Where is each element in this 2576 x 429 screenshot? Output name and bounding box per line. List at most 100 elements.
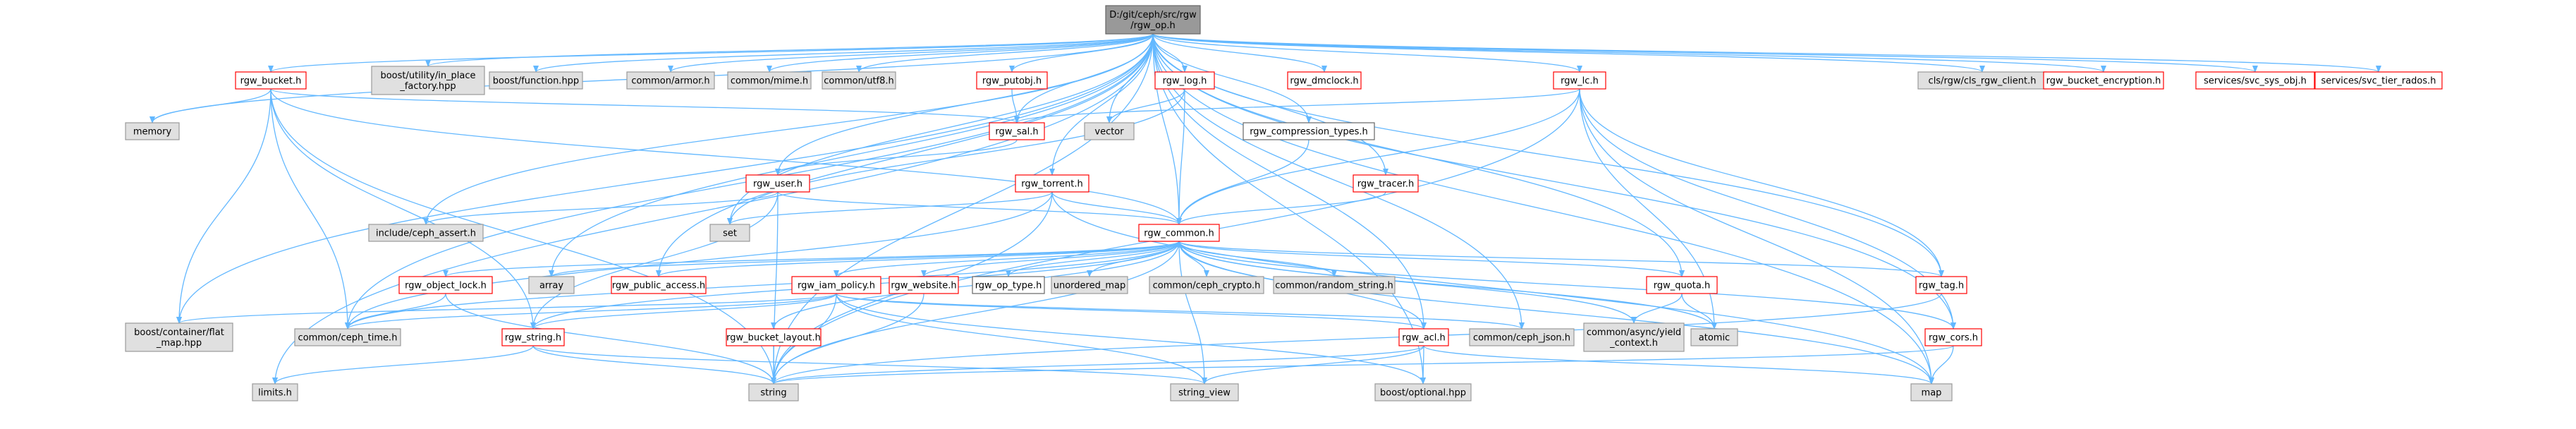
node-box <box>611 276 707 294</box>
node-rgw-bucket-encryption[interactable]: rgw_bucket_encryption.h <box>2043 71 2164 90</box>
edge-rgw-op-to-boost-flat-map <box>176 33 1154 324</box>
node-label: rgw_acl.h <box>1402 333 1446 344</box>
node-boost-function: boost/function.hpp <box>489 71 583 90</box>
node-label: services/svc_sys_obj.h <box>2204 76 2307 87</box>
edge-rgw-torrent-to-set <box>727 191 1053 225</box>
node-rgw-op-type[interactable]: rgw_op_type.h <box>972 276 1045 294</box>
node-box <box>371 66 485 95</box>
edge-rgw-op-to-rgw-putobj <box>1009 33 1154 73</box>
node-box <box>1924 328 1982 346</box>
edge-rgw-lc-to-rgw-tag <box>1579 88 1944 277</box>
node-label: rgw_string.h <box>505 333 561 344</box>
node-box <box>2314 71 2443 90</box>
edge-rgw-putobj-to-rgw-sal <box>1011 88 1020 123</box>
node-label: rgw_log.h <box>1163 76 1207 87</box>
node-rgw-sal[interactable]: rgw_sal.h <box>989 122 1045 140</box>
node-label: set <box>723 229 737 239</box>
node-services-sys-obj[interactable]: services/svc_sys_obj.h <box>2195 71 2315 90</box>
edge-rgw-acl-to-boost-optional <box>1420 345 1427 385</box>
edge-rgw-common-to-string-view <box>1178 241 1207 385</box>
edge-rgw-string-to-string-view <box>532 345 1207 385</box>
node-label: memory <box>133 127 172 138</box>
edge-rgw-op-to-string <box>771 33 1154 385</box>
node-label: common/random_string.h <box>1275 281 1393 291</box>
node-common-ceph-json: common/ceph_json.h <box>1469 328 1575 346</box>
node-box <box>972 276 1045 294</box>
node-rgw-torrent[interactable]: rgw_torrent.h <box>1015 174 1089 193</box>
node-label: rgw_dmclock.h <box>1290 76 1358 87</box>
node-common-mime: common/mime.h <box>727 71 812 90</box>
edge-rgw-lc-to-map <box>1579 88 1934 385</box>
edge-rgw-op-to-boost-utility <box>425 33 1154 67</box>
node-label: rgw_tracer.h <box>1357 179 1415 190</box>
node-label: boost/optional.hpp <box>1380 388 1466 399</box>
node-label: rgw_iam_policy.h <box>798 281 875 291</box>
node-rgw-putobj[interactable]: rgw_putobj.h <box>976 71 1048 90</box>
node-rgw-tag[interactable]: rgw_tag.h <box>1915 276 1967 294</box>
node-rgw-public-access[interactable]: rgw_public_access.h <box>611 276 707 294</box>
node-box <box>1917 71 2047 90</box>
node-rgw-dmclock[interactable]: rgw_dmclock.h <box>1287 71 1362 90</box>
node-rgw-tracer[interactable]: rgw_tracer.h <box>1353 174 1419 193</box>
node-rgw-object-lock[interactable]: rgw_object_lock.h <box>398 276 493 294</box>
node-rgw-acl[interactable]: rgw_acl.h <box>1398 328 1449 346</box>
node-rgw-compression-types[interactable]: rgw_compression_types.h <box>1243 122 1375 140</box>
node-rgw-website[interactable]: rgw_website.h <box>889 276 959 294</box>
edge-rgw-op-to-common-mime <box>767 33 1154 73</box>
node-rgw-cors[interactable]: rgw_cors.h <box>1924 328 1982 346</box>
edge-rgw-iam-policy-to-boost-flat-map <box>176 293 837 324</box>
node-rgw-op[interactable]: D:/git/ceph/src/rgw/rgw_op.h <box>1105 5 1201 35</box>
node-services-tier-rados[interactable]: services/svc_tier_rados.h <box>2314 71 2443 90</box>
node-box <box>1915 276 1967 294</box>
node-rgw-bucket-layout[interactable]: rgw_bucket_layout.h <box>726 328 822 346</box>
node-box <box>822 71 896 90</box>
node-rgw-common[interactable]: rgw_common.h <box>1138 224 1220 242</box>
node-label: rgw_sal.h <box>995 127 1038 138</box>
node-rgw-bucket[interactable]: rgw_bucket.h <box>235 71 307 90</box>
node-box <box>398 276 493 294</box>
edge-rgw-common-to-rgw-op-type <box>1006 241 1180 277</box>
edge-rgw-op-to-rgw-cors <box>1152 33 1956 330</box>
node-rgw-string[interactable]: rgw_string.h <box>501 328 565 346</box>
node-box <box>1374 383 1472 401</box>
node-label: _context.h <box>1609 338 1658 349</box>
node-rgw-iam-policy[interactable]: rgw_iam_policy.h <box>791 276 881 294</box>
node-rgw-user[interactable]: rgw_user.h <box>745 174 810 193</box>
edge-rgw-torrent-to-rgw-common <box>1051 191 1182 225</box>
edge-rgw-acl-to-string-view <box>1202 345 1424 385</box>
edge-rgw-op-to-rgw-bucket <box>268 33 1154 73</box>
node-label: rgw_cors.h <box>1929 333 1978 344</box>
edge-rgw-lc-to-rgw-sal <box>1014 88 1580 123</box>
node-rgw-lc[interactable]: rgw_lc.h <box>1553 71 1606 90</box>
edge-rgw-op-to-rgw-dmclock <box>1152 33 1327 73</box>
edge-rgw-object-lock-to-string <box>445 293 776 385</box>
node-label: string <box>760 388 786 399</box>
node-array: array <box>528 276 575 294</box>
node-label: rgw_bucket_layout.h <box>726 333 821 344</box>
node-label: boost/utility/in_place <box>380 71 475 81</box>
node-include-ceph-assert: include/ceph_assert.h <box>368 224 484 242</box>
node-box <box>1149 276 1264 294</box>
node-limits: limits.h <box>252 383 298 401</box>
edge-rgw-lc-to-rgw-common <box>1176 88 1580 225</box>
edge-rgw-sal-to-rgw-user <box>775 139 1018 176</box>
edge-rgw-common-to-rgw-website <box>921 241 1180 277</box>
node-rgw-quota[interactable]: rgw_quota.h <box>1646 276 1718 294</box>
edge-rgw-common-to-rgw-object-lock <box>443 241 1180 277</box>
edge-rgw-op-to-rgw-tag <box>1152 33 1944 277</box>
node-box <box>294 328 401 346</box>
edge-rgw-string-to-limits <box>272 345 534 385</box>
node-label: map <box>1922 388 1942 399</box>
edge-rgw-op-to-services-tier-rados <box>1152 33 2381 73</box>
edge-rgw-cors-to-map <box>1929 345 1954 385</box>
node-box <box>1170 383 1239 401</box>
node-rgw-log[interactable]: rgw_log.h <box>1154 71 1215 90</box>
edge-rgw-bucket-to-rgw-string <box>270 88 536 330</box>
node-box <box>1646 276 1718 294</box>
node-box <box>745 174 810 193</box>
edge-rgw-common-to-rgw-quota <box>1178 241 1685 277</box>
node-box <box>2195 71 2315 90</box>
node-boost-flat-map: boost/container/flat_map.hpp <box>125 322 233 352</box>
node-label: rgw_putobj.h <box>982 76 1042 87</box>
